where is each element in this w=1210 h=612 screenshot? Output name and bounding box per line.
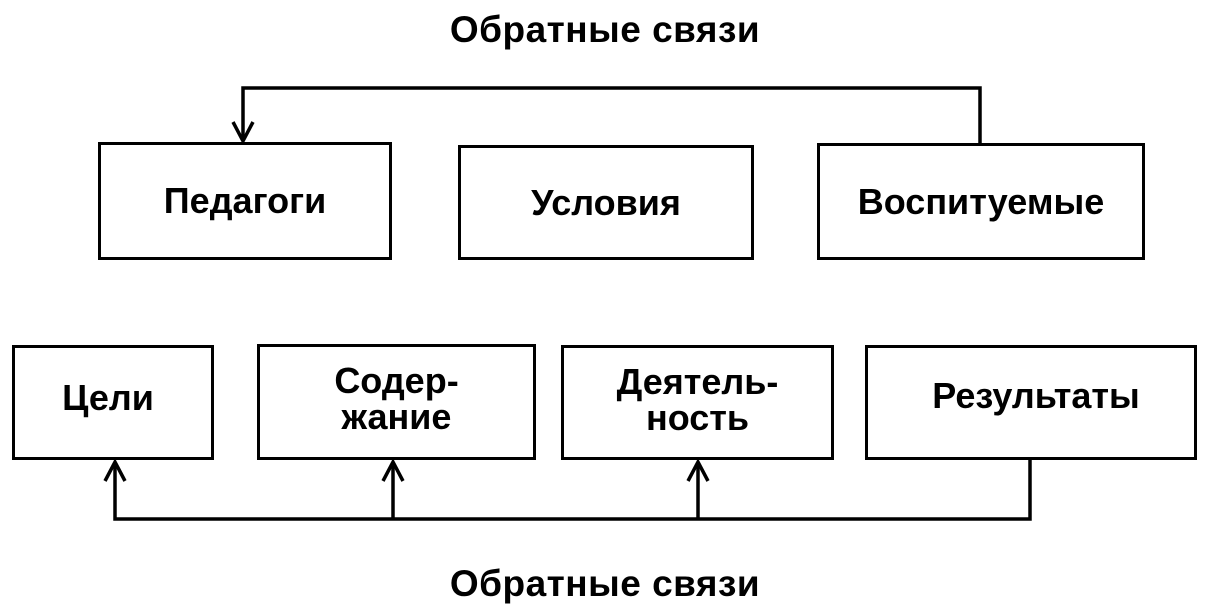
goals-label-line: Цели [62,376,154,418]
results-box: Результаты [865,345,1197,460]
activity-label-line-2: ность [645,396,750,438]
goals-label: Цели [62,377,154,419]
pupils-box: Воспитуемые [817,143,1145,260]
activity-box: Деятель- ность [561,345,834,460]
content-label-line-2: жание [341,396,452,437]
goals-arrowhead [103,458,127,482]
conditions-label: Условия [531,182,681,224]
content-box: Содер- жание [257,344,536,460]
pupils-label: Воспитуемые [858,181,1104,223]
content-arrowhead [381,458,405,482]
activity-label: Деятель- ность [617,361,779,439]
teachers-label-line: Педагоги [163,180,327,221]
bottom-feedback-caption: Обратные связи [449,563,761,604]
pupils-label-line: Воспитуемые [857,180,1105,222]
results-label-line: Результаты [932,374,1140,416]
content-label-line-1: Содер- [334,360,459,401]
goals-box: Цели [12,345,214,460]
top-feedback-arrowhead [231,121,255,145]
teachers-box: Педагоги [98,142,392,260]
bottom-feedback-line [113,460,1032,521]
activity-arrowhead [686,458,710,482]
activity-label-line-1: Деятель- [616,360,779,402]
conditions-label-line: Условия [531,181,681,223]
conditions-box: Условия [458,145,754,260]
teachers-label: Педагоги [164,180,326,222]
results-label: Результаты [922,375,1140,417]
top-feedback-line [241,86,982,143]
content-label: Содер- жание [334,360,458,438]
top-feedback-caption: Обратные связи [449,9,761,50]
